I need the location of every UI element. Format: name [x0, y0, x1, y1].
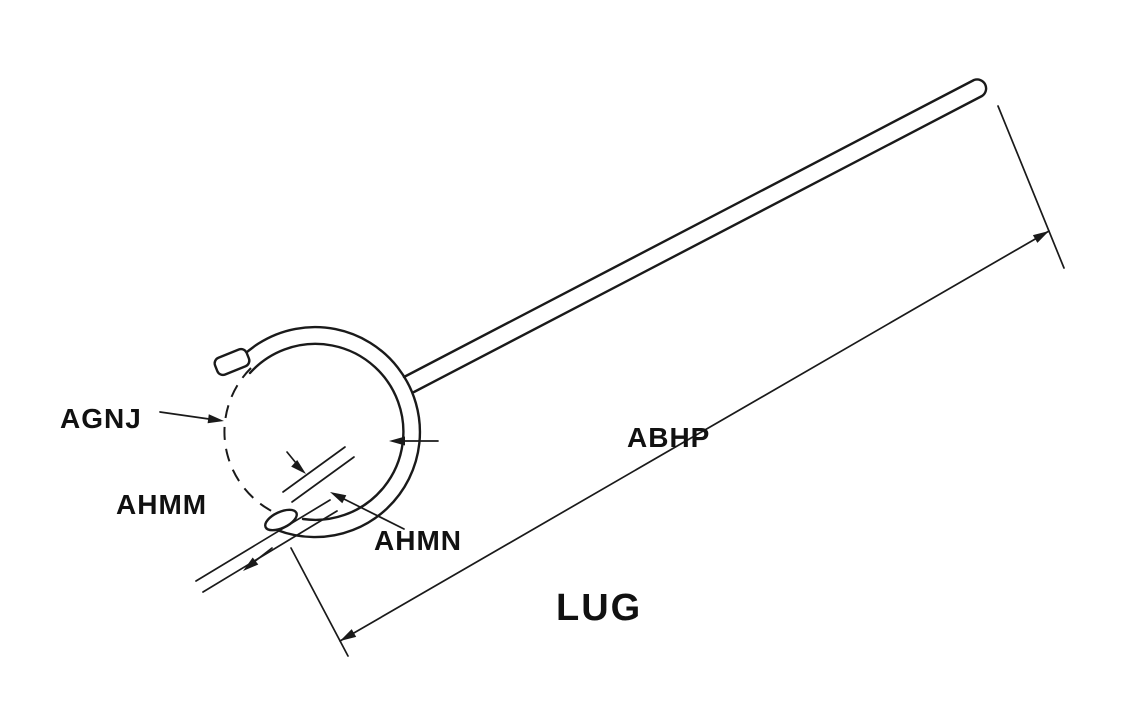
abhp-arrow-left-icon [340, 629, 357, 641]
ahmn-upper-leader-line [286, 451, 297, 464]
label-ahmm: AHMM [116, 489, 207, 520]
hook-end-cap [264, 508, 298, 532]
ahmm-witness-line-1 [195, 499, 331, 582]
ahmn-witness-line-2 [291, 456, 355, 503]
label-ahmn: AHMN [374, 525, 462, 556]
ahmn-leader-line [343, 498, 405, 530]
hook-hidden-arc [223, 367, 293, 520]
agnj-leader-line [159, 411, 210, 420]
ahmm-arrow-icon [243, 557, 259, 571]
hook-outer-edge [229, 325, 422, 539]
handle-rod [402, 78, 988, 394]
abhp-extension-line-left [290, 547, 349, 657]
abhp-arrow-right-icon [1032, 231, 1049, 243]
ahmm-leader-line [253, 547, 273, 563]
caption-lug: LUG [556, 587, 642, 629]
hook-inner-edge [248, 342, 405, 522]
agnj-arrow-icon [207, 414, 224, 424]
hook-end-tab [213, 347, 251, 377]
label-abhp: ABHP [627, 422, 710, 453]
ahmm-witness-line-2 [202, 510, 338, 593]
ahmn-witness-line-1 [282, 446, 346, 493]
abhp-dimension-line [339, 230, 1050, 642]
ahmn-upper-arrow-icon [291, 460, 306, 474]
wall-thickness-arrow-icon [389, 436, 405, 446]
abhp-extension-line-right [997, 105, 1065, 269]
ahmn-arrow-icon [330, 492, 347, 504]
label-agnj: AGNJ [60, 403, 142, 434]
